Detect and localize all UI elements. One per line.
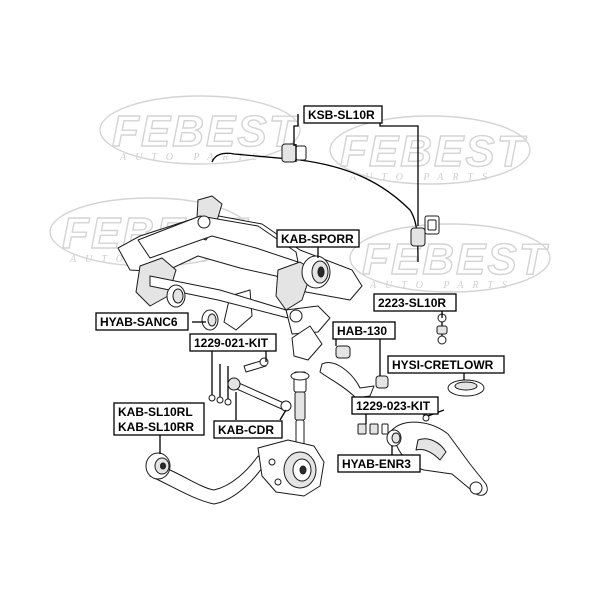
spring-seat-hysi-cretlowr: [447, 379, 485, 397]
label-kab-sporr: KAB-SPORR: [276, 229, 360, 248]
subframe-bushing-kab-sporr: [301, 255, 331, 289]
label-ksb-sl10r: KSB-SL10R: [303, 105, 383, 124]
stabilizer-link: [436, 313, 448, 345]
label-1229-021-kit: 1229-021-KIT: [189, 333, 277, 352]
label-text: HYAB-SANC6: [100, 315, 178, 329]
knuckle-hub: [257, 439, 325, 497]
stabilizer-bar: [211, 143, 440, 263]
label-text: KAB-CDR: [218, 423, 274, 437]
label-kab-cdr: KAB-CDR: [213, 420, 283, 439]
upper-arm-hab-130: [319, 345, 389, 399]
label-hysi-cretlowr: HYSI-CRETLOWR: [387, 355, 505, 374]
label-text: HYAB-ENR3: [342, 457, 411, 471]
label-text: 1229-021-KIT: [194, 336, 269, 350]
bolt-kit-1229-023: [357, 409, 445, 435]
bolt-kit-1229-021: [208, 362, 232, 406]
label-2223-sl10r: 2223-SL10R: [373, 293, 457, 312]
label-text: 2223-SL10R: [378, 296, 446, 310]
watermark-top-left: FEBEST AUTO PARTS: [99, 95, 301, 165]
label-text: HYSI-CRETLOWR: [392, 358, 494, 372]
label-text: KAB-SL10RL: [118, 405, 193, 419]
label-hab-130: HAB-130: [332, 321, 396, 340]
label-text: 1229-023-KIT: [356, 399, 431, 413]
label-text: KSB-SL10R: [308, 108, 375, 122]
label-text: KAB-SL10RR: [118, 420, 194, 434]
watermark-tagline: AUTO PARTS: [119, 152, 266, 163]
label-hyab-enr3: HYAB-ENR3: [337, 454, 421, 473]
part-labels: KSB-SL10R KAB-SPORR 2223-SL10R HYAB-SANC…: [95, 105, 505, 473]
watermark-mid-right: FEBEST AUTO PARTS: [349, 223, 551, 293]
watermark-tagline: AUTO PARTS: [369, 280, 516, 291]
label-hyab-sanc6: HYAB-SANC6: [95, 312, 189, 331]
watermark-brand: FEBEST: [112, 107, 299, 156]
label-text: KAB-SPORR: [281, 232, 354, 246]
trailing-arm: [145, 452, 267, 505]
subframe-bushing-hyab-sanc6: [166, 284, 219, 331]
rear-subframe: [117, 195, 363, 361]
label-text: HAB-130: [337, 324, 387, 338]
label-kab-sl10rl-rr: KAB-SL10RL KAB-SL10RR: [113, 402, 205, 436]
watermark-top-right: FEBEST AUTO PARTS: [329, 115, 531, 185]
label-1229-023-kit: 1229-023-KIT: [351, 396, 439, 415]
stabilizer-bushing-right: [410, 215, 440, 247]
watermark-brand: FEBEST: [340, 127, 527, 176]
shock-absorber: [290, 371, 310, 456]
stabilizer-bushing-left: [281, 143, 307, 163]
watermark-brand: FEBEST: [362, 235, 549, 284]
lateral-link-kab-cdr: [227, 357, 292, 412]
